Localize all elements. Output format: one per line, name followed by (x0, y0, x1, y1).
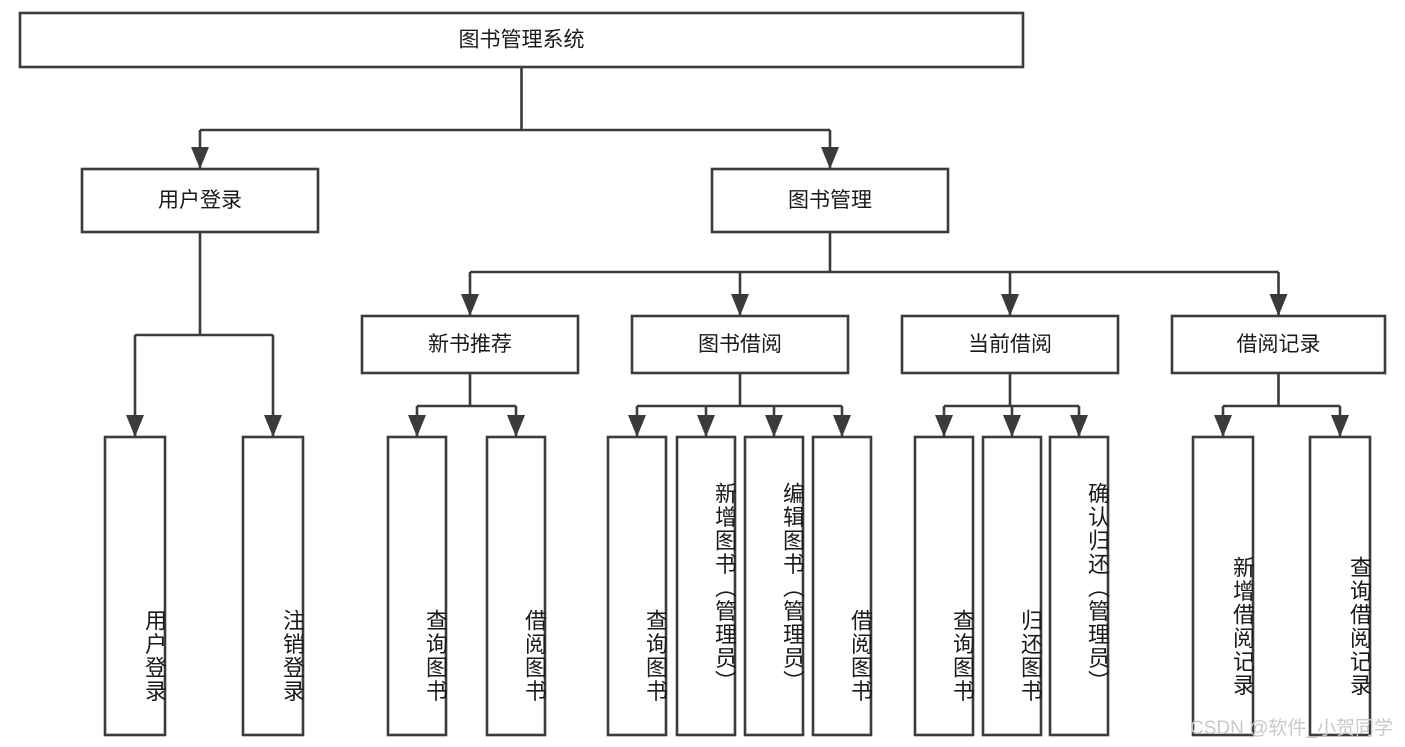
node-box-leaf-borrow-book-2[interactable] (811, 435, 873, 737)
arrow-head-icon (1001, 294, 1019, 316)
arrow-head-icon (628, 415, 646, 437)
node-box-leaf-query-record[interactable] (1308, 435, 1372, 737)
node-box-leaf-add-book[interactable] (675, 435, 737, 737)
arrow-head-icon (1003, 415, 1021, 437)
node-box-leaf-user-login[interactable] (103, 435, 167, 737)
arrow-head-icon (731, 294, 749, 316)
arrow-head-icon (126, 415, 144, 437)
node-box-leaf-query-book-1[interactable] (386, 435, 448, 737)
watermark-text: CSDN @软件_小贺同学 (1190, 718, 1393, 739)
arrow-head-icon (461, 294, 479, 316)
arrow-head-icon (833, 415, 851, 437)
node-label-user-login: 用户登录 (158, 189, 242, 212)
arrow-head-icon (1070, 415, 1088, 437)
node-box-leaf-query-book-2[interactable] (606, 435, 668, 737)
arrow-head-icon (507, 415, 525, 437)
arrow-head-icon (821, 147, 839, 169)
node-box-leaf-logout[interactable] (241, 435, 305, 737)
node-box-new-book-rec[interactable] (360, 314, 580, 375)
node-box-book-manage[interactable] (710, 167, 950, 234)
node-box-book-borrow[interactable] (630, 314, 850, 375)
node-label-borrow-record: 借阅记录 (1237, 333, 1321, 356)
node-box-root[interactable] (18, 11, 1025, 69)
arrow-head-icon (408, 415, 426, 437)
node-box-current-borrow[interactable] (900, 314, 1120, 375)
node-box-borrow-record[interactable] (1170, 314, 1387, 375)
node-box-leaf-confirm-return[interactable] (1048, 435, 1110, 737)
node-label-book-borrow: 图书借阅 (698, 333, 782, 356)
arrow-head-icon (1331, 415, 1349, 437)
node-boxes (18, 11, 1387, 737)
node-box-leaf-return-book[interactable] (981, 435, 1043, 737)
arrow-head-icon (1269, 294, 1288, 316)
arrow-head-icon (1214, 415, 1232, 437)
node-box-leaf-edit-book[interactable] (743, 435, 805, 737)
arrow-head-icon (264, 415, 282, 437)
node-box-leaf-borrow-book-1[interactable] (485, 435, 547, 737)
node-box-leaf-query-book-3[interactable] (913, 435, 975, 737)
arrow-head-icon (935, 415, 953, 437)
node-label-root: 图书管理系统 (459, 29, 585, 52)
arrow-head-icon (697, 415, 715, 437)
node-box-user-login[interactable] (80, 167, 320, 234)
node-box-leaf-add-record[interactable] (1191, 435, 1255, 737)
node-label-current-borrow: 当前借阅 (968, 333, 1052, 356)
arrow-head-icon (765, 415, 783, 437)
node-label-new-book-rec: 新书推荐 (428, 333, 512, 356)
connector-links (126, 67, 1349, 437)
node-label-book-manage: 图书管理 (788, 189, 872, 212)
arrow-head-icon (191, 147, 209, 169)
